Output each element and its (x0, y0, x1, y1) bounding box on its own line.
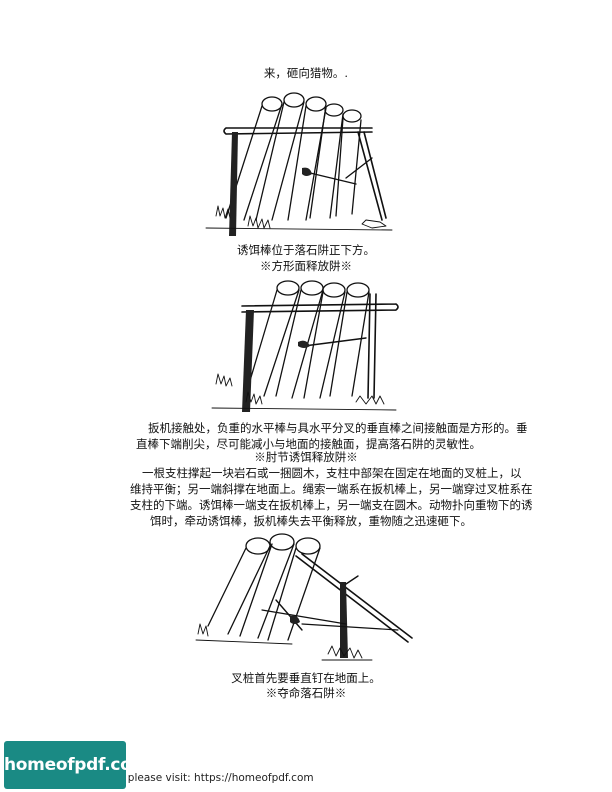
paragraph2-line: 支柱的下端。诱饵棒一端支在扳机棒上，另一端支在圆木。动物扑向重物下的诱 (130, 497, 533, 513)
paragraph2: 一根支柱撑起一块岩石或一捆圆木，支柱中部架在固定在地面的叉桩上，以 维持平衡；另… (130, 465, 533, 529)
deadfall-illustration-2 (206, 276, 402, 416)
paragraph2-line: 一根支柱撑起一块岩石或一捆圆木，支柱中部架在固定在地面的叉桩上，以 (130, 465, 533, 481)
paragraph2-line: 饵时，牵动诱饵棒，扳机棒失去平衡释放，重物随之迅速砸下。 (130, 513, 533, 529)
deadfall-drawing-2 (206, 276, 402, 416)
deadfall-illustration-3 (192, 530, 418, 666)
figure1-caption: 诱饵棒位于落石阱正下方。 (0, 243, 612, 257)
figure1-title: ※方形面释放阱※ (0, 259, 612, 273)
figure3-caption: 叉桩首先要垂直钉在地面上。 (0, 671, 612, 685)
homeofpdf-logo[interactable]: homeofpdf.com (4, 741, 126, 789)
paragraph2-line: 维持平衡；另一端斜撑在地面上。绳索一端系在扳机棒上，另一端穿过叉桩系在 (130, 481, 533, 497)
section2-title: ※肘节诱饵释放阱※ (0, 450, 612, 464)
paragraph1-line: 扳机接触处，负重的水平棒与具水平分叉的垂直棒之间接触面是方形的。垂 (136, 420, 528, 436)
deadfall-drawing-3 (192, 530, 418, 666)
deadfall-illustration-1 (196, 88, 396, 240)
deadfall-drawing-1 (196, 88, 396, 240)
top-caption: 来，砸向猎物。. (0, 66, 612, 80)
paragraph1: 扳机接触处，负重的水平棒与具水平分叉的垂直棒之间接触面是方形的。垂 直棒下端削尖… (136, 420, 528, 452)
figure3-title: ※夺命落石阱※ (0, 686, 612, 700)
